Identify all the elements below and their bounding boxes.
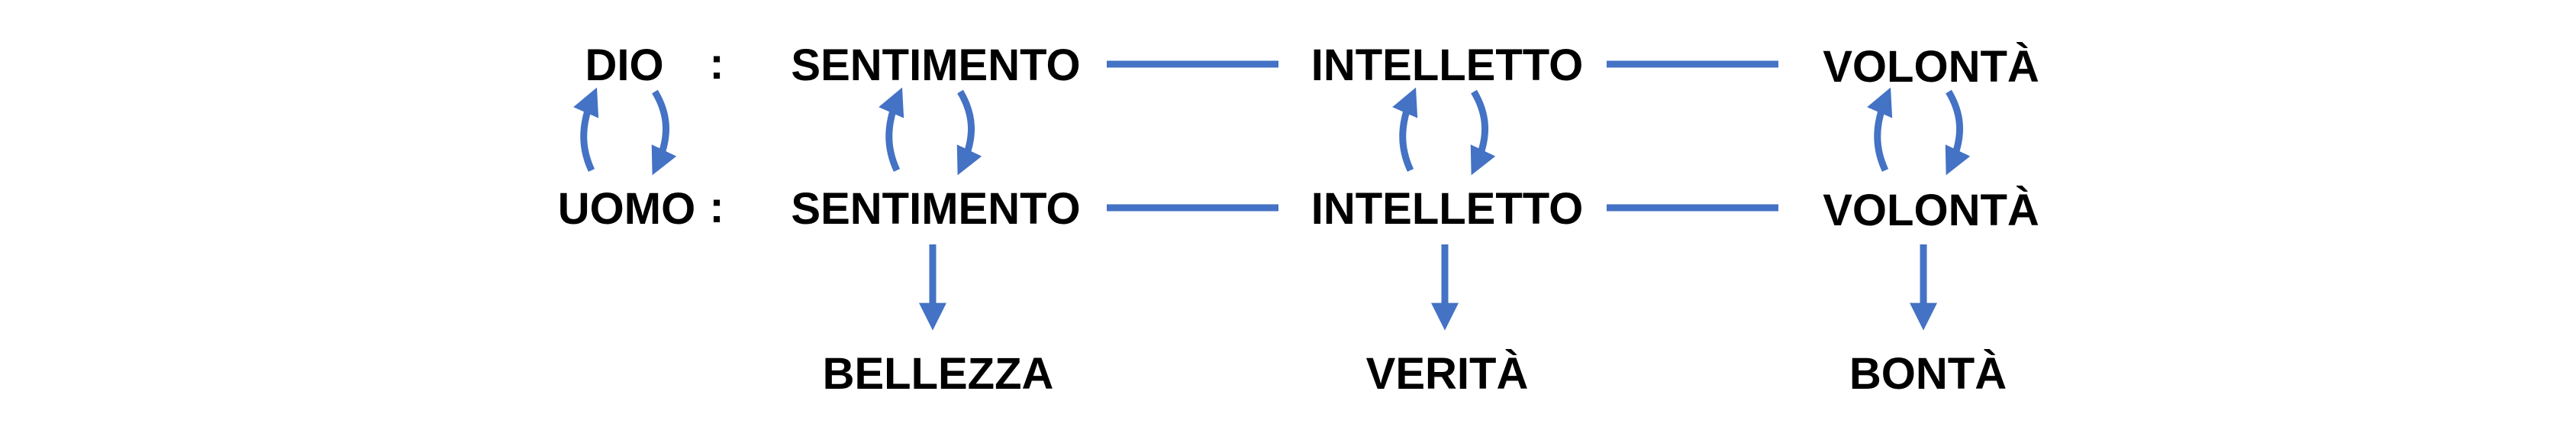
value-bellezza: BELLEZZA — [822, 349, 1054, 399]
arrow-down-volonta — [1945, 89, 1971, 176]
separator-uomo: : — [709, 183, 724, 232]
arrow-up-dio — [573, 87, 599, 172]
bottom-sentimento: SENTIMENTO — [791, 184, 1081, 234]
separator-dio: : — [709, 39, 724, 89]
arrow-down-intelletto — [1470, 89, 1496, 176]
bottom-volonta: VOLONTÀ — [1823, 186, 2039, 235]
arrow-down-sentimento — [956, 89, 982, 176]
top-sentimento: SENTIMENTO — [791, 40, 1081, 90]
value-bonta: BONTÀ — [1849, 349, 2007, 399]
label-dio: DIO — [585, 40, 664, 90]
value-verita: VERITÀ — [1365, 349, 1529, 399]
bottom-intelletto: INTELLETTO — [1311, 184, 1584, 234]
arrow-down-dio — [651, 89, 677, 176]
arrow-up-volonta — [1867, 87, 1893, 172]
label-uomo: UOMO — [557, 184, 696, 234]
top-intelletto: INTELLETTO — [1311, 40, 1584, 90]
arrow-up-sentimento — [879, 87, 904, 172]
top-volonta: VOLONTÀ — [1823, 42, 2039, 92]
arrow-up-intelletto — [1392, 87, 1418, 172]
